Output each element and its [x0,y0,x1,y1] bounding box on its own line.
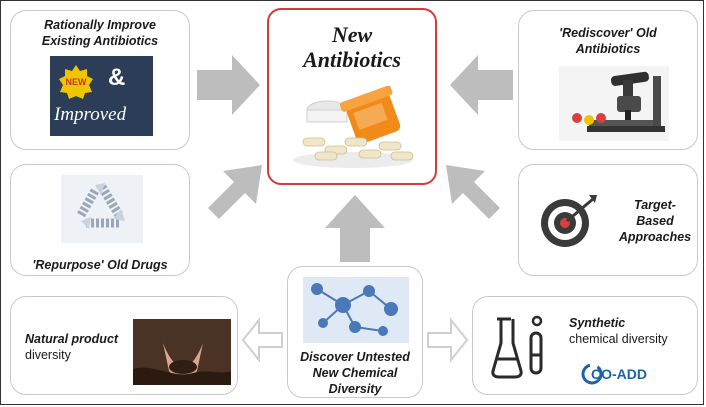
amp-symbol: & [108,64,126,91]
natural-line2: diversity [25,348,71,362]
improve-title-line1: Rationally Improve [44,18,156,32]
card-target-based: Target- Based Approaches [518,164,698,276]
arrow-discover-to-center [325,195,385,262]
card-discover: Discover Untested New Chemical Diversity [287,266,423,398]
coadd-logo-text: CO-ADD [591,366,647,382]
card-natural-product: Natural product diversity [10,296,238,395]
coadd-logo-ring [581,363,603,385]
recycle-pills-icon [61,175,143,243]
target-title-line3: Approaches [618,230,692,244]
arrow-discover-to-synthetic [427,317,469,363]
arrow-repurpose-to-center [208,165,262,219]
card-rediscover: 'Rediscover' Old Antibiotics [518,10,698,150]
hands-soil-icon [133,319,231,385]
target-icon [541,195,597,247]
discover-title: Discover Untested New Chemical Diversity [288,349,422,397]
pill-bottle-icon [293,85,414,168]
new-badge-icon: NEW [59,65,93,99]
discover-line3: Diversity [328,382,382,396]
arrow-discover-to-natural [241,317,283,363]
arrow-target-to-center [446,165,500,219]
rediscover-title-line2: Antibiotics [575,42,641,56]
microscope-icon [559,66,669,141]
target-title-line2: Based [636,214,674,228]
molecule-network-icon [303,277,409,343]
center-new-antibiotics: New Antibiotics [267,8,437,185]
target-title: Target- Based Approaches [615,197,695,245]
repurpose-label: 'Repurpose' Old Drugs [32,258,168,272]
flask-test-tube-icon [491,315,543,379]
improve-title-line2: Existing Antibiotics [41,34,159,48]
arrow-improve-to-center [197,55,260,115]
synthetic-line1: Synthetic [569,316,626,330]
card-synthetic: Synthetic chemical diversity CO-ADD [472,296,698,395]
card-rationally-improve: Rationally Improve Existing Antibiotics … [10,10,190,150]
improved-word: Improved [54,104,127,125]
natural-line1: Natural product [25,332,119,346]
natural-text: Natural product diversity [25,331,135,363]
arrow-rediscover-to-center [450,55,513,115]
center-title: New Antibiotics [269,22,435,72]
target-title-line1: Target- [634,198,676,212]
coadd-logo: CO-ADD [581,363,649,385]
center-title-line1: New [331,22,373,47]
rediscover-title: 'Rediscover' Old Antibiotics [519,25,697,57]
card-repurpose: 'Repurpose' Old Drugs [10,164,190,276]
badge-text: NEW [66,77,88,87]
improve-title: Rationally Improve Existing Antibiotics [11,17,189,49]
center-title-line2: Antibiotics [303,47,401,72]
rediscover-title-line1: 'Rediscover' Old [559,26,657,40]
discover-line2: New Chemical [312,366,398,380]
new-improved-image: NEW & Improved [50,56,153,136]
discover-line1: Discover Untested [300,350,410,364]
synthetic-line2: chemical diversity [569,332,668,346]
synthetic-text: Synthetic chemical diversity [569,315,695,347]
